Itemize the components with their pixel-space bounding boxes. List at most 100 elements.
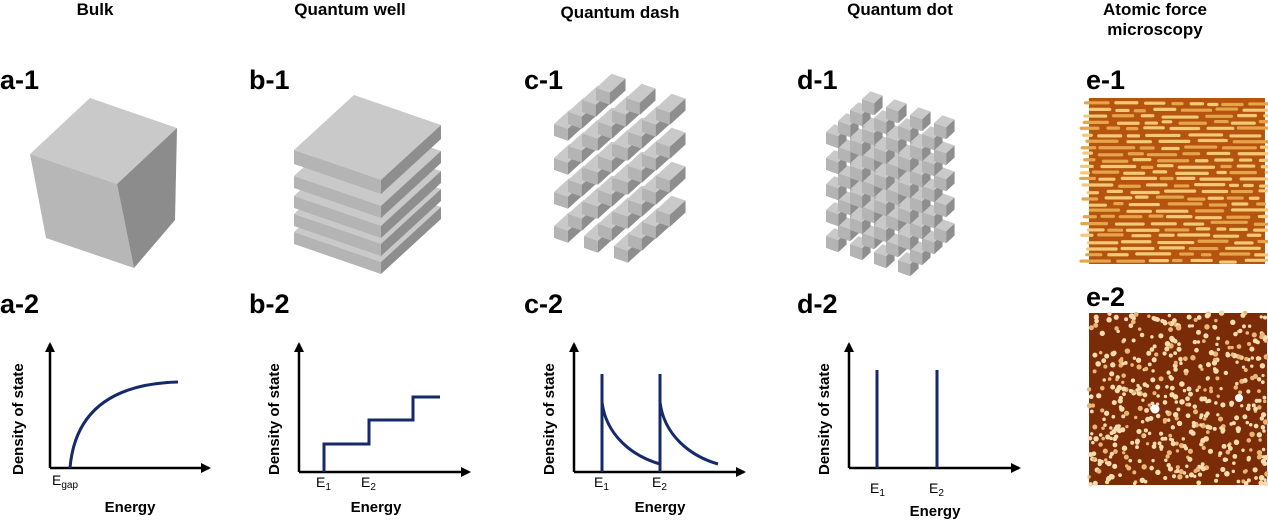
afm-dot xyxy=(1132,481,1137,486)
afm-dot xyxy=(1185,474,1189,479)
afm-dot xyxy=(1190,324,1194,328)
afm-dot xyxy=(1136,364,1142,370)
afm-dash-streak xyxy=(1126,134,1141,138)
afm-dash-streak xyxy=(1083,114,1108,118)
x-axis-label-c2: Energy xyxy=(634,499,686,516)
afm-dash-streak xyxy=(1114,101,1139,105)
afm-dot xyxy=(1123,361,1128,365)
afm-dot xyxy=(1139,332,1145,338)
afm-dash-streak xyxy=(1179,252,1195,256)
dot-block xyxy=(910,107,931,132)
afm-dot xyxy=(1086,387,1092,392)
afm-dot xyxy=(1092,457,1096,461)
afm-dot xyxy=(1230,345,1234,350)
afm-dash-streak xyxy=(1216,170,1227,175)
afm-dash-streak xyxy=(1244,258,1268,262)
afm-dot xyxy=(1235,394,1243,402)
afm-dot xyxy=(1260,425,1266,430)
afm-dot xyxy=(1147,362,1152,367)
panel-label-d1: d-1 xyxy=(797,65,838,95)
afm-dash-streak xyxy=(1145,183,1168,187)
afm-dot xyxy=(1178,468,1184,475)
afm-dot xyxy=(1259,315,1263,319)
column-title-afm: Atomic force microscopy xyxy=(1103,0,1207,39)
afm-dash-streak xyxy=(1153,107,1177,111)
afm-dot xyxy=(1177,342,1181,347)
afm-dot xyxy=(1118,358,1124,364)
afm-dash-streak xyxy=(1257,214,1268,219)
tick-e1-c2: E1 xyxy=(594,474,609,493)
afm-dot xyxy=(1086,403,1093,409)
afm-dash-streak xyxy=(1171,101,1184,106)
afm-dot xyxy=(1094,318,1099,324)
afm-dot xyxy=(1088,482,1093,487)
afm-dash-streak xyxy=(1176,176,1196,181)
afm-dot xyxy=(1137,459,1142,464)
afm-dot xyxy=(1246,403,1251,408)
afm-dash-streak xyxy=(1150,222,1177,226)
dash-block xyxy=(626,83,656,115)
afm-dot xyxy=(1216,413,1220,417)
afm-dot xyxy=(1216,347,1221,352)
afm-dot xyxy=(1191,423,1197,429)
afm-dash-streak xyxy=(1148,259,1170,263)
afm-dot xyxy=(1197,472,1203,477)
afm-dot xyxy=(1201,445,1206,450)
afm-dash-streak xyxy=(1161,120,1173,124)
afm-dot xyxy=(1186,386,1192,392)
afm-dot xyxy=(1139,477,1145,483)
afm-dot xyxy=(1214,401,1218,405)
afm-dot xyxy=(1218,451,1223,456)
afm-dash-streak xyxy=(1207,102,1219,107)
afm-dot xyxy=(1257,389,1261,394)
afm-dot xyxy=(1230,353,1234,357)
y-axis-label-c2: Density of state xyxy=(541,363,558,475)
afm-dot xyxy=(1256,449,1263,456)
afm-dot xyxy=(1173,367,1178,372)
afm-dash-streak xyxy=(1157,240,1195,245)
afm-dot xyxy=(1191,420,1196,426)
afm-dot xyxy=(1188,391,1193,397)
quantum-well-illustration xyxy=(294,95,441,274)
afm-dash-streak xyxy=(1254,253,1268,257)
afm-dot xyxy=(1197,464,1201,469)
afm-dot xyxy=(1099,330,1105,336)
afm-dot xyxy=(1253,406,1258,412)
afm-dot xyxy=(1111,400,1117,406)
afm-dot xyxy=(1159,444,1164,450)
afm-dot xyxy=(1143,428,1148,433)
afm-dash-streak xyxy=(1146,153,1178,157)
afm-dot xyxy=(1095,361,1101,367)
afm-dash-streak xyxy=(1088,107,1112,111)
afm-dot xyxy=(1102,378,1106,382)
afm-dash-streak xyxy=(1237,114,1258,118)
afm-dot xyxy=(1152,441,1157,446)
afm-dot xyxy=(1124,348,1131,354)
afm-dot xyxy=(1150,377,1156,383)
afm-dot xyxy=(1118,405,1123,409)
afm-dot xyxy=(1166,418,1171,422)
afm-dot xyxy=(1250,356,1255,360)
afm-dot xyxy=(1172,411,1179,418)
afm-dot xyxy=(1162,351,1167,356)
afm-dash-streak xyxy=(1188,133,1224,137)
afm-dot xyxy=(1174,441,1179,446)
afm-dot xyxy=(1146,350,1152,356)
afm-dash-streak xyxy=(1264,170,1268,174)
afm-dash-streak xyxy=(1253,228,1268,232)
afm-dot xyxy=(1227,446,1233,451)
afm-dash-streak xyxy=(1116,121,1140,125)
afm-dash-streak xyxy=(1082,120,1109,124)
panel-label-b2: b-2 xyxy=(249,289,290,319)
afm-dot xyxy=(1262,461,1268,467)
afm-dash-streak xyxy=(1214,158,1234,162)
dash-block xyxy=(656,195,686,227)
afm-dash-streak xyxy=(1212,234,1240,238)
afm-dot xyxy=(1150,404,1160,414)
afm-dot xyxy=(1256,454,1262,460)
dot-block xyxy=(934,193,955,218)
afm-dot xyxy=(1132,356,1137,360)
afm-dot xyxy=(1167,321,1171,325)
dos-staircase xyxy=(322,395,440,472)
afm-dot xyxy=(1263,354,1268,360)
